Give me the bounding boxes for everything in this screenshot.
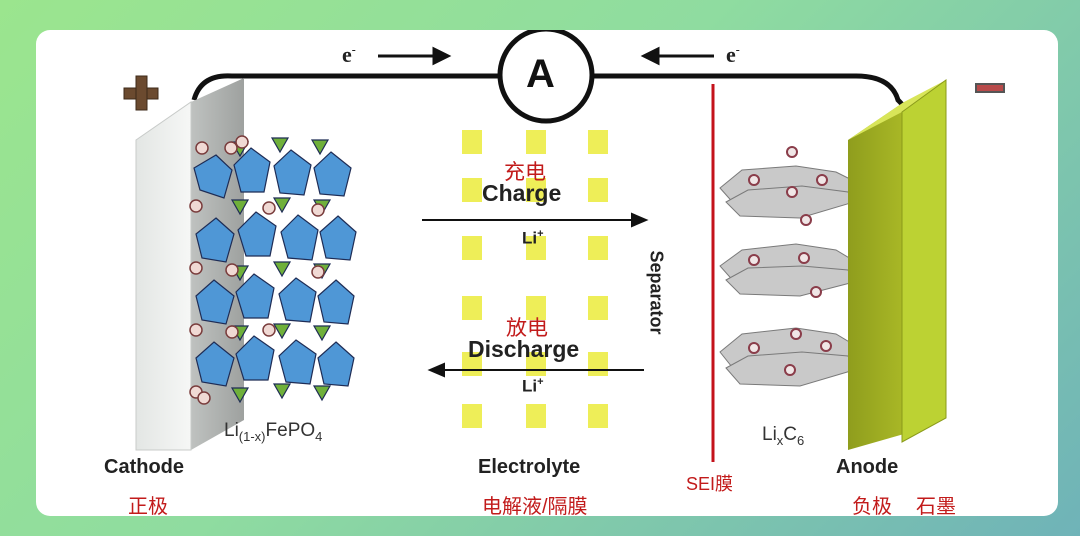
ammeter-label: A — [526, 52, 555, 96]
electrolyte-cn-label: 电解液/隔膜 — [482, 496, 588, 516]
ammeter-circle — [497, 30, 595, 124]
charge-cn-label: 充电 — [504, 161, 546, 184]
anode-material-label: LixC6 — [762, 424, 805, 448]
graphite-layer-2 — [719, 243, 857, 297]
cathode-plate-front — [135, 101, 192, 451]
circuit-wire — [191, 73, 500, 101]
separator-label: Separator — [646, 250, 667, 335]
cathode-lithium-ions — [189, 135, 325, 405]
graphite-cn-label: 石墨 — [916, 496, 956, 516]
electron-arrow-left — [378, 46, 452, 66]
cathode-crystal — [193, 137, 357, 404]
discharge-cn-label: 放电 — [506, 317, 548, 340]
circuit-wire-right — [592, 73, 907, 109]
anode-plate-body — [901, 79, 947, 443]
anode-plate-front — [848, 80, 946, 140]
charge-arrow — [422, 212, 649, 228]
cathode-material-label: Li(1-x)FePO4 — [224, 420, 323, 444]
cathode-label: Cathode — [104, 456, 184, 478]
electron-label-right: e- — [726, 42, 740, 67]
anode-label: Anode — [836, 456, 899, 478]
discharge-label: Discharge — [468, 336, 580, 362]
battery-diagram-card: e- e- A 充电 Charge Li+ 放电 Discharge Li+ S… — [36, 30, 1058, 516]
anode-plate-side — [848, 102, 904, 450]
charge-ion-label: Li+ — [522, 228, 544, 248]
plus-sign-icon — [123, 75, 159, 111]
charge-label: Charge — [482, 180, 562, 206]
discharge-arrow — [427, 362, 644, 378]
anode-cn-label: 负极 — [852, 496, 892, 516]
graphite-layer-3 — [719, 327, 857, 387]
diagram-graphics — [123, 30, 1005, 462]
electron-label-left: e- — [342, 42, 356, 67]
anode-lithium-ions — [748, 146, 832, 376]
discharge-ion-label: Li+ — [522, 376, 544, 396]
cathode-cn-label: 正极 — [128, 496, 168, 516]
minus-sign-icon — [975, 83, 1005, 93]
electron-arrow-right — [640, 46, 714, 66]
electrolyte-label: Electrolyte — [478, 456, 581, 478]
sei-label: SEI膜 — [686, 474, 734, 494]
